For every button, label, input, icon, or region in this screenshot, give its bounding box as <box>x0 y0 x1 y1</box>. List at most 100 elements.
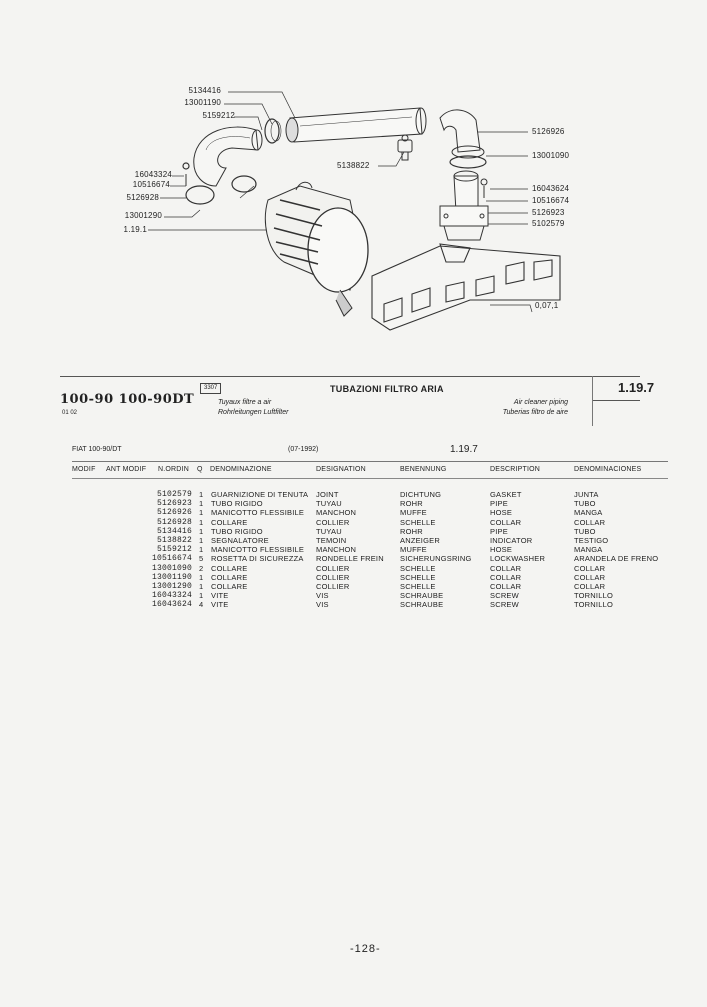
cell-qty: 4 <box>199 600 204 610</box>
callout-0-07-1: 0,07,1 <box>535 301 559 310</box>
header-rule-top <box>60 376 640 377</box>
callout-16043324: 16043324 <box>134 170 172 179</box>
callout-1-19-1: 1.19.1 <box>123 225 147 234</box>
cell-de: SCHELLE <box>400 572 436 582</box>
cell-fr: TUYAU <box>316 499 342 509</box>
callout-5102579: 5102579 <box>532 219 565 228</box>
cell-part-number: 5134416 <box>156 526 192 536</box>
cell-fr: COLLIER <box>316 563 350 573</box>
cell-fr: COLLIER <box>316 572 350 582</box>
cell-qty: 1 <box>199 517 204 527</box>
section-title: TUBAZIONI FILTRO ARIA <box>330 384 444 394</box>
cell-en: INDICATOR <box>490 536 533 545</box>
cell-it: COLLARE <box>211 563 248 573</box>
cell-es: COLLAR <box>574 582 606 591</box>
hose-elbow-5126926-drawing <box>439 109 487 169</box>
cell-fr: MANCHON <box>316 545 357 555</box>
callout-5126926: 5126926 <box>532 127 565 136</box>
callout-13001090: 13001090 <box>532 151 570 160</box>
cell-part-number: 16043624 <box>151 600 192 610</box>
clamps-upper <box>264 118 282 144</box>
col-en: DESCRIPTION <box>490 466 541 473</box>
air-filter-canister-drawing <box>264 181 369 317</box>
title-de: Rohrleitungen Luftfilter <box>218 409 289 416</box>
cell-it: TUBO RIGIDO <box>211 526 263 536</box>
cell-en: COLLAR <box>490 517 522 527</box>
cell-part-number: 5102579 <box>156 490 192 499</box>
cell-qty: 1 <box>199 499 204 509</box>
col-it: DENOMINAZIONE <box>210 466 272 473</box>
exploded-parts-diagram: 5134416 13001190 5159212 16043324 105166… <box>0 0 707 360</box>
diagram-artwork <box>148 91 561 331</box>
title-en: Air cleaner piping <box>513 399 568 406</box>
cell-en: SCREW <box>490 600 519 610</box>
cell-es: JUNTA <box>574 490 599 499</box>
cell-qty: 1 <box>199 545 204 555</box>
callout-5159212: 5159212 <box>202 111 235 120</box>
cell-fr: COLLIER <box>316 517 350 527</box>
cell-fr: VIS <box>316 600 329 610</box>
callout-10516674: 10516674 <box>132 180 170 189</box>
cell-es: TUBO <box>574 499 596 509</box>
callout-16043624: 16043624 <box>532 184 570 193</box>
subheader-ref: 1.19.7 <box>450 444 478 455</box>
cell-es: TORNILLO <box>574 591 613 601</box>
cell-qty: 1 <box>199 536 204 545</box>
cell-qty: 1 <box>199 572 204 582</box>
cell-de: ANZEIGER <box>400 536 440 545</box>
section-code: 3307 <box>200 383 222 394</box>
cell-en: HOSE <box>490 508 513 518</box>
col-de: BENENNUNG <box>400 466 447 473</box>
cell-it: TUBO RIGIDO <box>211 499 263 509</box>
callout-5134416: 5134416 <box>188 86 221 95</box>
cell-de: SCHELLE <box>400 582 436 591</box>
cell-de: SCHELLE <box>400 563 436 573</box>
cell-qty: 1 <box>199 508 204 518</box>
cell-en: COLLAR <box>490 572 522 582</box>
col-modif: MODIF <box>72 466 96 473</box>
cell-it: COLLARE <box>211 572 248 582</box>
cell-part-number: 13001190 <box>151 572 192 582</box>
cell-en: PIPE <box>490 526 508 536</box>
cell-part-number: 13001290 <box>151 582 192 591</box>
cell-es: COLLAR <box>574 517 606 527</box>
cell-part-number: 10516674 <box>151 554 192 564</box>
cell-qty: 5 <box>199 554 204 564</box>
cell-es: TESTIGO <box>574 536 609 545</box>
cell-de: SCHRAUBE <box>400 591 444 601</box>
cell-qty: 2 <box>199 563 204 573</box>
catalog-date: (07-1992) <box>288 446 319 453</box>
cell-it: COLLARE <box>211 582 248 591</box>
cell-fr: TUYAU <box>316 526 342 536</box>
cell-en: PIPE <box>490 499 508 509</box>
cell-en: HOSE <box>490 545 513 555</box>
cell-it: GUARNIZIONE DI TENUTA <box>211 490 309 499</box>
cell-en: SCREW <box>490 591 519 601</box>
cell-es: COLLAR <box>574 563 606 573</box>
cell-part-number: 5138822 <box>156 536 192 545</box>
cell-qty: 1 <box>199 582 204 591</box>
cell-de: ROHR <box>400 526 423 536</box>
col-part-number: N.ORDIN <box>158 466 189 473</box>
manifold-drawing <box>371 243 561 331</box>
col-qty: Q <box>197 466 203 473</box>
header-rule-ref <box>592 400 640 401</box>
cell-en: LOCKWASHER <box>490 554 546 564</box>
cell-de: ROHR <box>400 499 423 509</box>
callout-5138822: 5138822 <box>337 161 370 170</box>
callout-10516674-right: 10516674 <box>532 196 570 205</box>
cell-de: SICHERUNGSRING <box>400 554 472 564</box>
model-sub: 01 02 <box>62 410 78 416</box>
parts-table: MODIF ANT MODIF N.ORDIN Q DENOMINAZIONE … <box>0 466 707 626</box>
cell-part-number: 5126928 <box>156 517 192 527</box>
subheader-rule <box>72 461 668 462</box>
